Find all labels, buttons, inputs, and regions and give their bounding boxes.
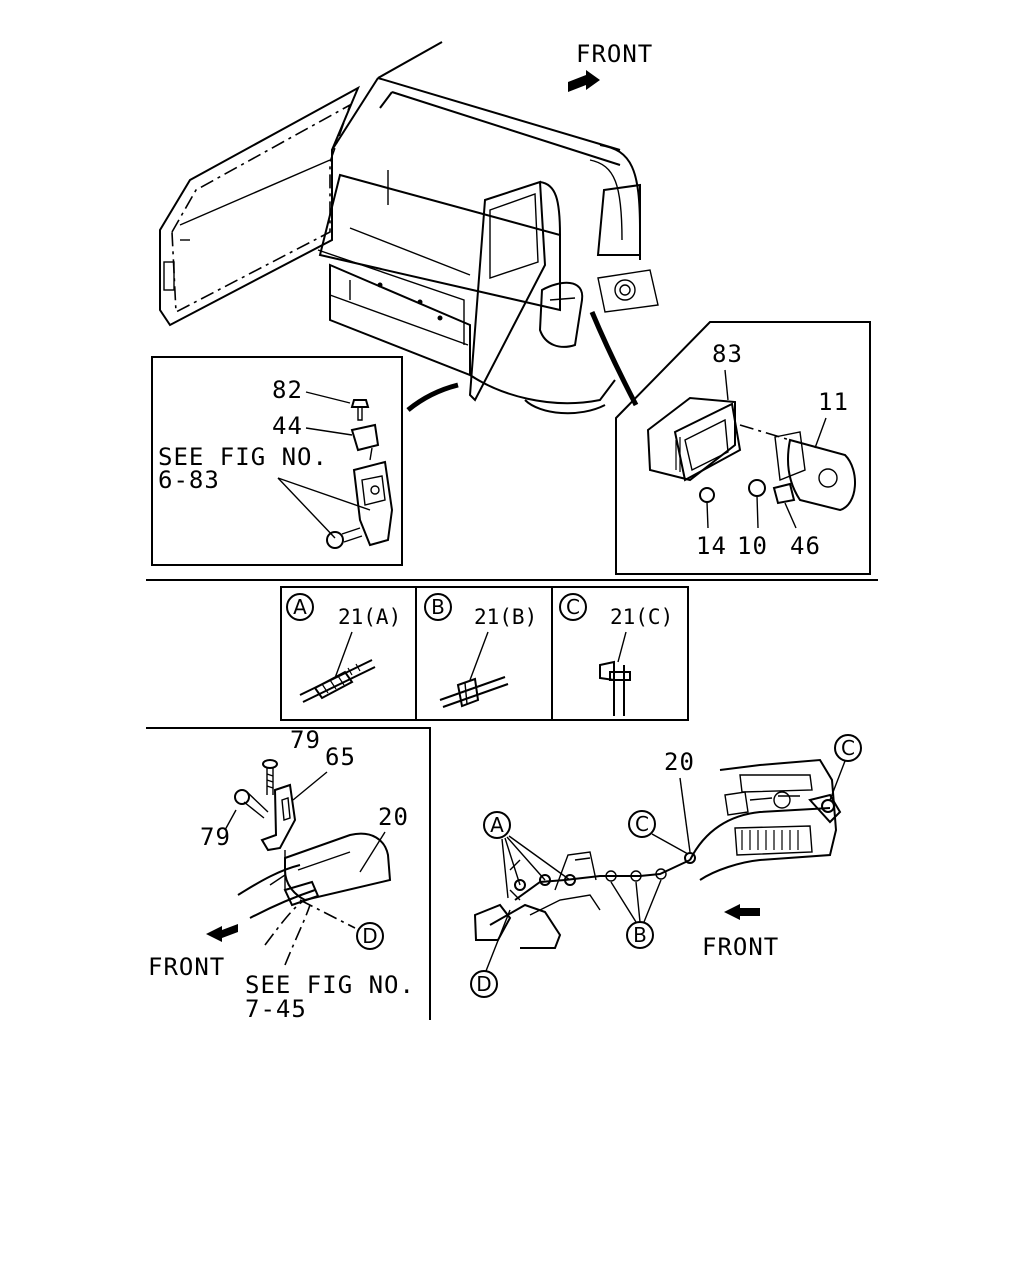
clip-10-icon (748, 479, 766, 497)
part-10-label: 10 (737, 532, 768, 560)
marker-b-circle (424, 593, 452, 621)
clip-a-label: 21(A) (338, 605, 401, 629)
clip-c-icon (599, 660, 631, 716)
bolt-82-icon (350, 399, 370, 421)
part-79-bottom-label: 79 (200, 823, 231, 851)
marker-b: B (431, 595, 445, 619)
bottom-left-panel: 79 65 79 20 (146, 726, 431, 1023)
marker-a: A (293, 595, 307, 619)
harness-route-icon (514, 859, 691, 901)
inset-left-frame (151, 356, 403, 566)
underbody-structure-icon (473, 851, 601, 949)
marker-b-right: B (633, 923, 647, 947)
harness-clips-icon (514, 852, 696, 891)
marker-c-circle (559, 593, 587, 621)
marker-d-circle (356, 922, 384, 950)
see-fig-label-line2: 6-83 (158, 466, 220, 494)
bolt-79-side-icon (234, 789, 269, 819)
screw-14-icon (699, 487, 715, 503)
fuel-lid-icon (739, 424, 857, 512)
front-arrow-right-icon (724, 904, 760, 920)
striker-assembly-icon (352, 447, 394, 547)
see-fig-label-line1: SEE FIG NO. (158, 443, 328, 471)
part-83-label: 83 (712, 340, 743, 368)
clip-table-frame (280, 586, 689, 721)
clip-c-label: 21(C) (610, 605, 673, 629)
marker-c-right-circle (834, 734, 862, 762)
floor-panel-icon (237, 832, 392, 966)
front-arrow-icon (568, 70, 600, 92)
marker-d-right-circle (470, 970, 498, 998)
clip-detail-a: A 21(A) (286, 593, 401, 703)
marker-c-right: C (841, 736, 855, 760)
part-14-label: 14 (696, 532, 727, 560)
front-direction-indicator: FRONT (568, 40, 653, 92)
marker-c-mid-circle (628, 810, 656, 838)
clip-details-table: A 21(A) B 21(B) C 21(C) (280, 586, 689, 721)
part-46-label: 46 (790, 532, 821, 560)
front-arrow-left-icon (206, 924, 238, 942)
clip-b-label: 21(B) (474, 605, 537, 629)
bolt-79-top-icon (262, 759, 278, 795)
front-label-left: FRONT (148, 953, 225, 981)
part-20-label: 20 (378, 803, 409, 831)
inset-right-frame (615, 321, 871, 575)
rear-body-icon (689, 758, 842, 881)
part-11-label: 11 (818, 388, 849, 416)
see-fig-left-line1: SEE FIG NO. (245, 971, 415, 999)
marker-a-circle (286, 593, 314, 621)
marker-a-right: A (490, 813, 504, 837)
bracket-44-icon (350, 423, 380, 452)
clip-b-icon (439, 676, 509, 708)
part-44-label: 44 (272, 412, 303, 440)
bolt-icon (326, 527, 363, 549)
bottom-left-frame (146, 727, 431, 1020)
vehicle-rear-illustration (159, 41, 659, 415)
marker-d: D (362, 924, 377, 948)
marker-a-right-circle (483, 811, 511, 839)
inset-left-panel: 82 44 SEE FIG NO. 6-83 (151, 356, 403, 566)
marker-c: C (566, 595, 580, 619)
bracket-65-icon (260, 783, 297, 852)
marker-d-right: D (476, 972, 491, 996)
clip-detail-c: C 21(C) (559, 593, 673, 716)
part-20-right-label: 20 (664, 748, 695, 776)
part-82-label: 82 (272, 376, 303, 404)
marker-c-mid: C (635, 812, 649, 836)
front-label: FRONT (576, 40, 653, 68)
clip-detail-b: B 21(B) (424, 593, 537, 708)
see-fig-left-line2: 7-45 (245, 995, 307, 1023)
bottom-right-panel: 20 (470, 734, 862, 998)
front-label-right: FRONT (702, 933, 779, 961)
part-65-label: 65 (325, 743, 356, 771)
clip-a-icon (299, 659, 376, 703)
hinge-46-icon (772, 482, 796, 505)
inset-right-panel: 83 11 14 10 46 (615, 321, 871, 575)
part-79-top-label: 79 (290, 726, 321, 754)
fuel-filler-housing-icon (646, 396, 742, 482)
